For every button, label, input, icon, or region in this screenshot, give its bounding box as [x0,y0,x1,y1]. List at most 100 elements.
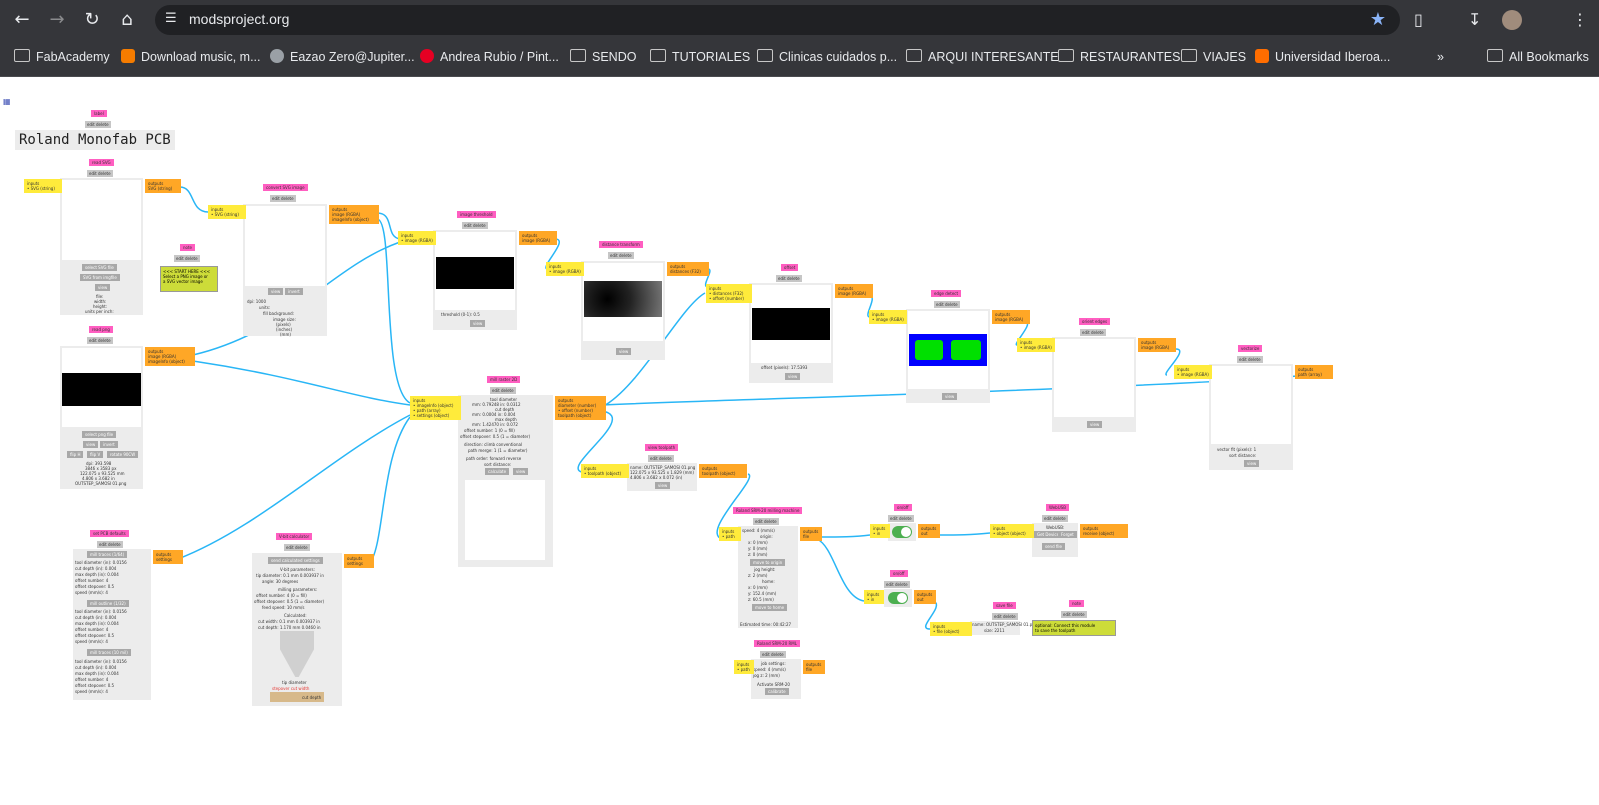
websocket-outputs[interactable]: outputs receive (object) [1080,524,1128,538]
label-title[interactable]: label [91,110,107,117]
vbit-feed-speed[interactable]: feed speed: 10 mm/s [262,605,305,610]
roland-outputs[interactable]: outputs file [800,527,822,541]
roland2-edit[interactable]: edit delete [760,651,786,658]
roland-origin-z[interactable]: z: 0 (mm) [748,552,768,557]
convert-svg-outputs[interactable]: outputs image (RGBA) imageInfo (object) [329,205,379,224]
get-device-button[interactable]: Get Device [1034,531,1063,538]
onoff1-title[interactable]: on/off [894,504,912,511]
mods-canvas[interactable]: ▦ Roland Monofab PCB label edit d [0,77,1599,805]
mill-outputs[interactable]: outputs diameter (number) • offset (numb… [555,396,606,420]
move-to-origin-button[interactable]: move to origin [750,559,786,566]
vectorize-outputs[interactable]: outputs path (array) [1295,365,1333,379]
site-info-icon[interactable]: ☰ [165,11,177,26]
onoff1-edit[interactable]: edit delete [888,515,914,522]
onoff2-outputs[interactable]: outputs out [914,590,936,604]
bookmark-viajes[interactable]: VIAJES [1181,48,1246,66]
vbit-offset-number[interactable]: offset number: 4 (0 = fill) [256,593,307,598]
mill-inputs[interactable]: inputs • imageInfo (object) • path (arra… [410,396,461,420]
mill-edit[interactable]: edit delete [490,387,516,394]
roland-origin-x[interactable]: x: 0 (mm) [748,540,768,545]
threshold-outputs[interactable]: outputs image (RGBA) [519,231,557,245]
all-bookmarks[interactable]: All Bookmarks [1487,48,1589,66]
save-inputs[interactable]: inputs • file (object) [930,622,972,636]
roland2-title[interactable]: Roland SRM-20 RML [754,640,800,647]
reload-icon[interactable]: ↻ [84,9,100,30]
roland2-jog[interactable]: jog z: 2 (mm) [753,673,780,678]
orient-view-button[interactable]: view [1087,421,1103,428]
profile-avatar[interactable] [1502,10,1522,30]
vectorize-fit[interactable]: vector fit (pixels): 1 [1217,447,1257,452]
roland2-outputs[interactable]: outputs file [803,660,825,674]
download-icon[interactable]: ↧ [1468,10,1482,29]
mill-tool-diameter[interactable]: mm: 0.79248 in: 0.0312 [472,402,521,407]
websocket-title[interactable]: WebUSB [1046,504,1069,511]
roland-origin-y[interactable]: y: 0 (mm) [748,546,768,551]
roland2-inputs[interactable]: inputs • path [734,660,754,674]
convert-svg-view-button[interactable]: view [268,288,284,295]
roland-jog-z[interactable]: z: 2 (mm) [748,573,768,578]
threshold-title[interactable]: image threshold [457,211,496,218]
note-edit[interactable]: edit delete [174,255,200,262]
roland-home-x[interactable]: x: 0 (mm) [748,585,768,590]
bookmark-universidad[interactable]: Universidad Iberoa... [1255,48,1390,66]
distance-outputs[interactable]: outputs distances (F32) [667,262,709,276]
vbit-edit[interactable]: edit delete [284,544,310,551]
onoff2-inputs[interactable]: inputs • in [864,590,884,604]
read-png-view-button[interactable]: view [83,441,99,448]
forward-arrow-icon[interactable]: → [49,9,65,30]
roland-inputs[interactable]: inputs • path [719,527,741,541]
set-pcb-edit[interactable]: edit delete [97,541,123,548]
mill-direction[interactable]: direction: climb conventional [464,442,523,447]
note-title[interactable]: note [180,244,196,251]
vbit-title[interactable]: V-bit calculator [276,533,313,540]
orient-inputs[interactable]: inputs • image (RGBA) [1017,338,1055,352]
read-svg-edit[interactable]: edit delete [87,170,113,177]
vbit-offset-stepover[interactable]: offset stepover: 0.5 (1 = diameter) [254,599,325,604]
roland-speed[interactable]: speed: 4 (mm/s) [742,528,775,533]
websocket-edit[interactable]: edit delete [1042,515,1068,522]
address-bar[interactable]: ☰ modsproject.org ★ [155,5,1400,35]
mill-cut-depth[interactable]: mm: 0.0004 in: 0.004 [472,412,516,417]
roland-edit[interactable]: edit delete [753,518,779,525]
svg-from-imgfile-button[interactable]: SVG from imgfile [80,274,120,281]
view-toolpath-view-button[interactable]: view [655,482,671,489]
vbit-outputs[interactable]: outputs settings [344,554,374,568]
read-png-title[interactable]: read png [89,326,113,333]
orient-outputs[interactable]: outputs image (RGBA) [1138,338,1176,352]
view-toolpath-outputs[interactable]: outputs toolpath (object) [699,464,747,478]
set-pcb-title[interactable]: set PCB defaults [90,530,129,537]
vectorize-sort[interactable]: sort distance: [1229,453,1257,458]
offset-inputs[interactable]: inputs • distances (F32) • offset (numbe… [706,284,752,303]
view-toolpath-edit[interactable]: edit delete [648,455,674,462]
flip-h-button[interactable]: flip H [67,451,84,458]
label-edit[interactable]: edit delete [85,121,111,128]
bookmark-eazao[interactable]: Eazao Zero@Jupiter... [270,48,415,66]
mill-outline-132-button[interactable]: mill outline (1/32) [87,600,129,607]
edge-title[interactable]: edge detect [931,290,962,297]
distance-view-button[interactable]: view [616,348,632,355]
mill-view-button[interactable]: view [513,468,529,475]
mill-offset-stepover[interactable]: offset stepover: 0.5 (1 = diameter) [460,434,531,439]
mill-path-merge[interactable]: path merge: 1 (1 = diameter) [468,448,528,453]
onoff1-toggle[interactable] [892,526,912,538]
flip-v-button[interactable]: flip V [87,451,104,458]
note2-title[interactable]: note [1069,600,1085,607]
offset-title[interactable]: offset [781,264,799,271]
bookmark-arqui-interesante[interactable]: ARQUI INTERESANTE [906,48,1059,66]
mill-title[interactable]: mill raster 2D [487,376,521,383]
home-icon[interactable]: ⌂ [121,9,133,30]
extensions-icon[interactable]: ▯ [1414,10,1423,29]
set-pcb-outputs[interactable]: outputs settings [153,550,183,564]
edge-edit[interactable]: edit delete [934,301,960,308]
read-svg-inputs[interactable]: inputs • SVG (string) [24,179,62,193]
vectorize-view-button[interactable]: view [1244,460,1260,467]
roland-title[interactable]: Roland SRM-20 milling machine [733,507,803,514]
vectorize-edit[interactable]: edit delete [1237,356,1263,363]
menu-grid-icon[interactable]: ▦ [3,97,11,106]
rotate-button[interactable]: rotate 90CW [107,451,139,458]
vectorize-inputs[interactable]: inputs • image (RGBA) [1174,365,1212,379]
select-svg-button[interactable]: select SVG file [82,264,117,271]
onoff2-edit[interactable]: edit delete [884,581,910,588]
bookmark-star-icon[interactable]: ★ [1369,9,1386,30]
onoff1-outputs[interactable]: outputs out [918,524,940,538]
